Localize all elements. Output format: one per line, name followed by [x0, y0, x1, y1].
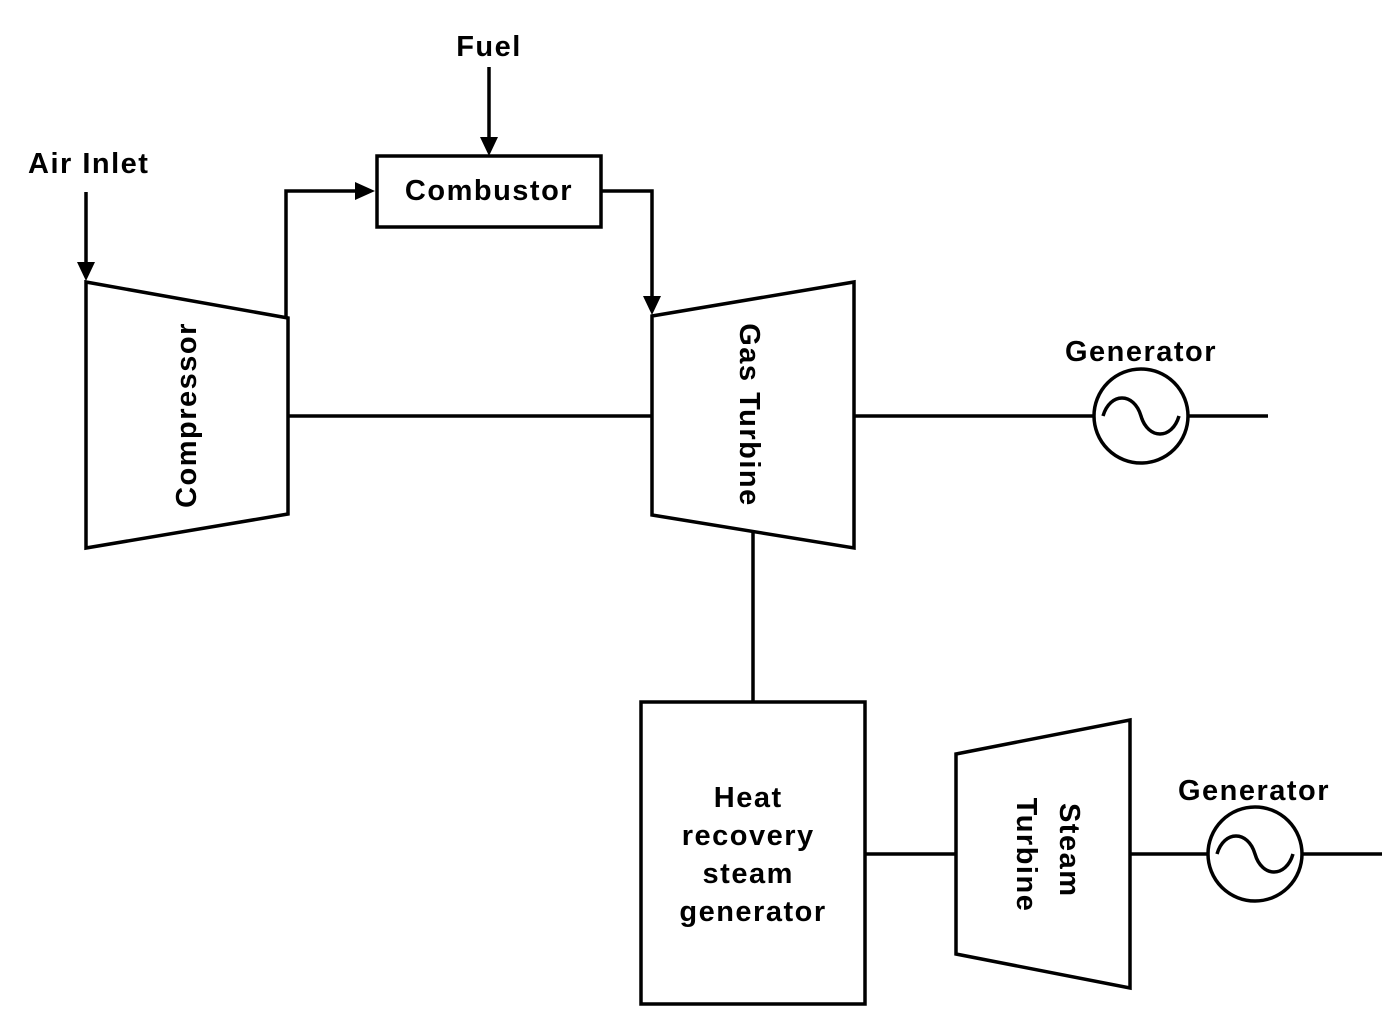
generator-top-sine-icon: [1101, 396, 1181, 436]
combustor-label: Combustor: [405, 175, 573, 207]
hrsg: [639, 700, 867, 1006]
steam-turbine: [954, 717, 1132, 991]
hrsg-label-line-2: recovery: [682, 820, 815, 852]
hrsg-label-line-4: generator: [679, 896, 826, 928]
generator-top-label: Generator: [1065, 336, 1217, 368]
compressor-to-combustor-arrowhead: [355, 182, 375, 200]
combustor-to-turbine-line: [601, 189, 654, 298]
steam-turbine-label-line-1: Steam: [1053, 803, 1085, 898]
fuel-arrowhead: [480, 137, 498, 156]
hrsg-label: Heat recovery steam generator: [679, 782, 826, 928]
air-inlet-arrowhead: [77, 262, 95, 281]
gas-turbine: [650, 279, 856, 551]
compressor-label: Compressor: [171, 322, 203, 508]
combustor-to-turbine-arrowhead: [643, 296, 661, 315]
air-inlet-label: Air Inlet: [28, 148, 149, 180]
hrsg-label-line-3: steam: [703, 858, 794, 890]
compressor-to-combustor-line: [284, 189, 358, 318]
generator-bottom-sine-icon: [1215, 834, 1295, 874]
fuel-label: Fuel: [456, 31, 522, 63]
gas-turbine-label: Gas Turbine: [733, 323, 765, 507]
generator-bottom-label: Generator: [1178, 775, 1330, 807]
hrsg-label-line-1: Heat: [714, 782, 783, 814]
steam-turbine-label-line-2: Turbine: [1010, 798, 1042, 913]
steam-turbine-label: Steam Turbine: [1010, 798, 1085, 913]
compressor: [84, 279, 290, 551]
combustor: [375, 154, 603, 229]
